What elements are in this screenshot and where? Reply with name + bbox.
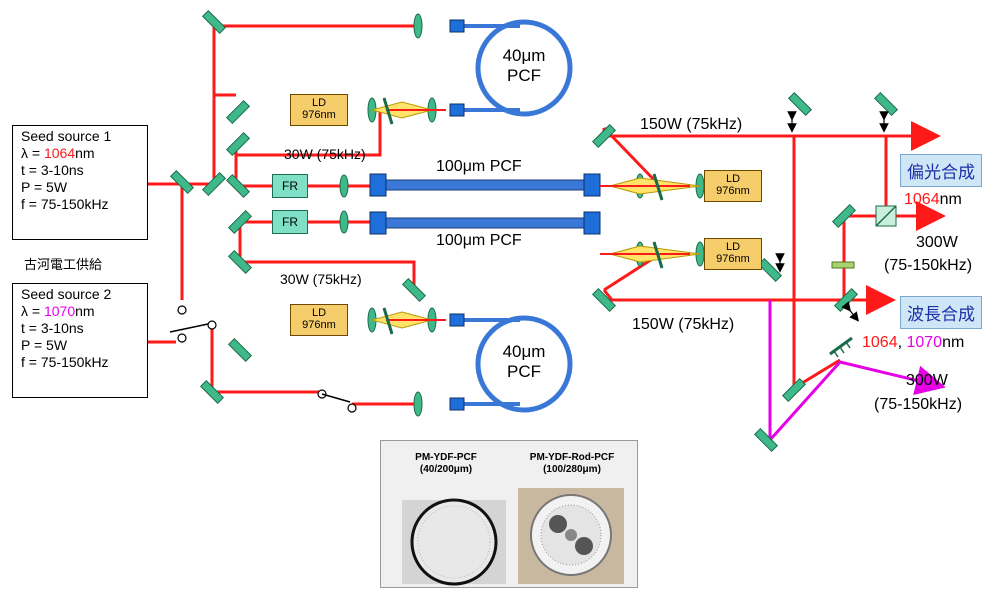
- supplier-note: 古河電工供給: [24, 254, 102, 273]
- ld-wavelength: 976nm: [705, 253, 761, 265]
- seed2-wavelength: λ = 1070nm: [21, 303, 139, 320]
- pcf100-label-bottom: 100μm PCF: [436, 232, 522, 250]
- pcf40-label-bottom: 40μm PCF: [494, 342, 554, 382]
- wl-unit: nm: [942, 334, 964, 351]
- faraday-rotator-upper: FR: [272, 174, 308, 198]
- stress-rod-2: [575, 537, 593, 555]
- seed1-power: P = 5W: [21, 179, 139, 196]
- pcf40-label-top: 40μm PCF: [494, 46, 554, 86]
- wavelength-combining-freq: (75-150kHz): [874, 396, 962, 414]
- wavelength-combining-tag: 波長合成: [900, 296, 982, 329]
- amp-power-upper: 150W (75kHz): [640, 116, 742, 134]
- seed1-lambda-prefix: λ =: [21, 145, 44, 161]
- seed2-lambda-value: 1070: [44, 303, 75, 319]
- polarization-power: 300W: [916, 234, 958, 252]
- seed1-lambda-unit: nm: [75, 145, 94, 161]
- wavelength-combining-wavelengths: 1064, 1070nm: [862, 334, 964, 352]
- photo1-fiber-cross-section: [412, 500, 496, 584]
- seed-source-2: Seed source 2 λ = 1070nm t = 3-10ns P = …: [12, 283, 148, 398]
- fibers: [380, 22, 588, 410]
- seed1-title: Seed source 1: [21, 128, 139, 145]
- wl-1064: 1064: [862, 334, 898, 351]
- stress-rod-1: [549, 515, 567, 533]
- ld-label: LD: [291, 307, 347, 319]
- pcf40-size: 40μm: [494, 46, 554, 66]
- seed1-freq: f = 75-150kHz: [21, 196, 139, 213]
- seed1-lambda-value: 1064: [44, 145, 75, 161]
- polarization-wavelength: 1064nm: [904, 191, 962, 209]
- core: [565, 529, 577, 541]
- waveplate: [832, 262, 854, 268]
- ld-wavelength: 976nm: [291, 319, 347, 331]
- pcf100-label-top: 100μm PCF: [436, 158, 522, 176]
- pcf40-type: PCF: [494, 362, 554, 382]
- fiber-100um-top: [380, 180, 588, 190]
- ld-wavelength: 976nm: [291, 109, 347, 121]
- wl-1070: 1070: [906, 334, 942, 351]
- amp-power-lower: 150W (75kHz): [632, 316, 734, 334]
- pump-beam-red: [386, 110, 690, 320]
- pcf40-size: 40μm: [494, 342, 554, 362]
- seed2-lambda-unit: nm: [75, 303, 94, 319]
- ld-label: LD: [705, 241, 761, 253]
- polarization-wavelength-value: 1064: [904, 191, 940, 208]
- pcf40-type: PCF: [494, 66, 554, 86]
- seed1-pulse: t = 3-10ns: [21, 162, 139, 179]
- ld-label: LD: [291, 97, 347, 109]
- ld-wavelength: 976nm: [705, 185, 761, 197]
- seed2-power: P = 5W: [21, 337, 139, 354]
- polarization-combining-tag: 偏光合成: [900, 154, 982, 187]
- seed2-pulse: t = 3-10ns: [21, 320, 139, 337]
- seed1-wavelength: λ = 1064nm: [21, 145, 139, 162]
- seed2-freq: f = 75-150kHz: [21, 354, 139, 371]
- seed2-title: Seed source 2: [21, 286, 139, 303]
- polarization-wavelength-unit: nm: [940, 191, 962, 208]
- fiber-100um-bottom: [380, 218, 588, 228]
- fiber-photos: [380, 440, 636, 586]
- polarization-freq: (75-150kHz): [884, 257, 972, 275]
- seed-source-1: Seed source 1 λ = 1064nm t = 3-10ns P = …: [12, 125, 148, 240]
- seed2-lambda-prefix: λ =: [21, 303, 44, 319]
- ld-label: LD: [705, 173, 761, 185]
- preamp-power-lower: 30W (75kHz): [280, 271, 362, 287]
- wavelength-combining-power: 300W: [906, 372, 948, 390]
- preamp-power-upper: 30W (75kHz): [284, 146, 366, 162]
- fiber-end-caps: [370, 20, 600, 410]
- faraday-rotator-lower: FR: [272, 210, 308, 234]
